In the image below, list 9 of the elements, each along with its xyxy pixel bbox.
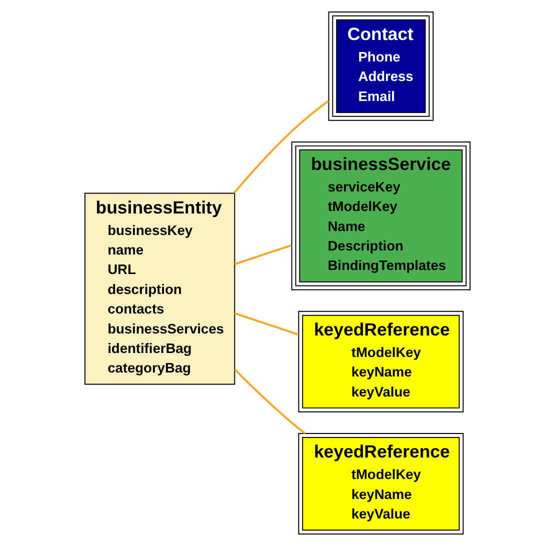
connector: [233, 100, 329, 194]
node-box: keyedReference tModelKey keyName keyValue: [298, 433, 464, 534]
node-box: keyedReference tModelKey keyName keyValue: [298, 310, 464, 412]
node-box: businessEntity businessKey name URL description contacts businessServices identifierBag categoryBag: [84, 192, 236, 385]
connector: [234, 312, 299, 336]
node-box: Contact Phone Address Email: [328, 12, 434, 121]
connector: [234, 368, 306, 434]
node-box: businessService serviceKey tModelKey Name Description BindingTemplates: [291, 142, 471, 290]
connector: [234, 244, 292, 266]
